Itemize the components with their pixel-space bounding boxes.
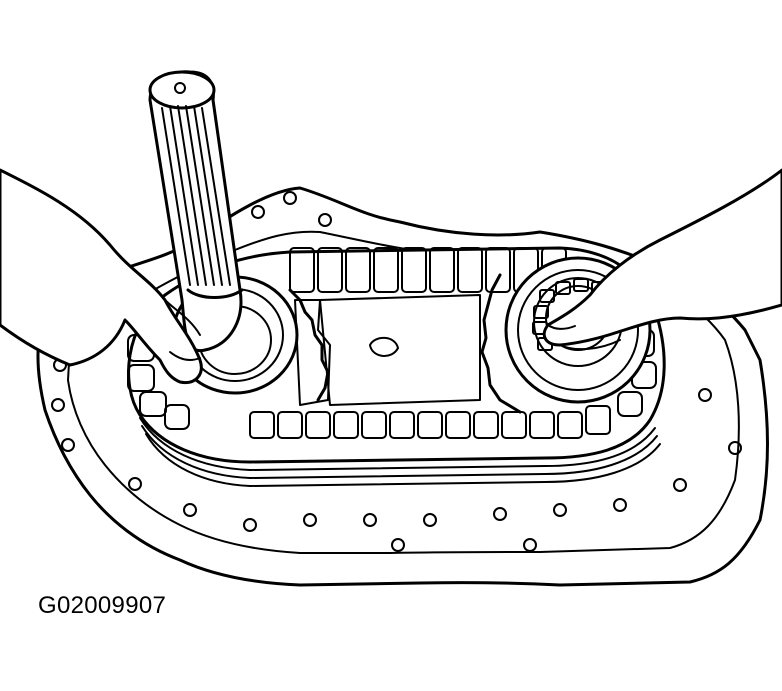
output-shaft bbox=[148, 70, 244, 353]
left-hand bbox=[0, 168, 203, 385]
front-sprocket bbox=[288, 288, 331, 406]
case-housing bbox=[36, 186, 769, 587]
figure-id-label: G02009907 bbox=[38, 592, 167, 619]
bolt-holes bbox=[51, 191, 742, 552]
right-hand bbox=[542, 168, 782, 351]
shaft-splines bbox=[161, 105, 231, 286]
